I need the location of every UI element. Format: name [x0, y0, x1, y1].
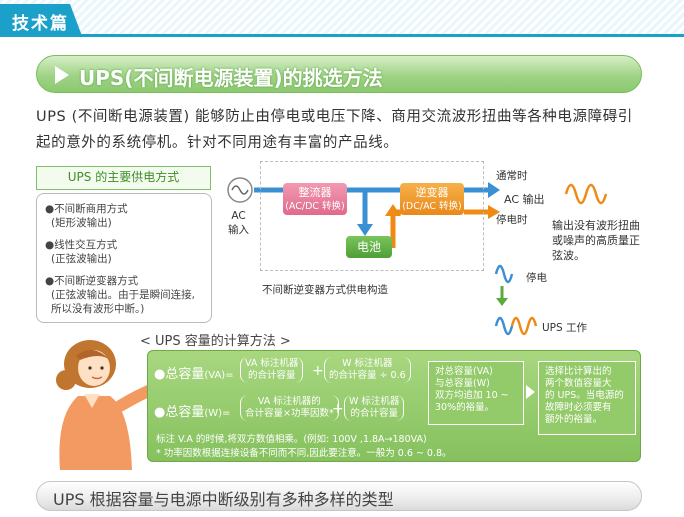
mode-item: ●不间断商用方式 (矩形波输出)	[45, 202, 128, 230]
mode-detail: (正弦波输出。由于是瞬间连接,所以没有波形中断。)	[51, 289, 195, 315]
inverter-label: 逆变器	[415, 186, 449, 199]
va-term-1: VA 标注机器 的合计容量	[240, 357, 304, 383]
w-term-2: W 标注机器 的合计容量	[344, 395, 405, 421]
ups-working-label: UPS 工作	[542, 322, 588, 334]
normal-label: 通常时	[496, 170, 528, 182]
va-term-1-line1: VA 标注机器	[245, 358, 299, 369]
margin-note-line2: 与总容量(W)	[435, 378, 490, 389]
w-term-2-line2: 的合计容量	[350, 408, 398, 419]
calc-panel: ●总容量(VA)= VA 标注机器 的合计容量 + W 标注机器 的合计容量 ÷…	[147, 350, 641, 462]
backup-up-arrow-icon	[385, 204, 401, 216]
bottom-banner: UPS 根据容量与电源中断级别有多种多样的类型	[36, 481, 642, 511]
rectifier-sub: (AC/DC 转换)	[285, 201, 345, 212]
ac-input-line1: AC	[231, 210, 246, 222]
w-unit: (W)=	[204, 408, 231, 419]
va-unit: (VA)=	[204, 370, 234, 381]
bottom-title: UPS 根据容量与电源中断级别有多种多样的类型	[53, 490, 394, 509]
charge-arrow-icon	[357, 224, 373, 236]
w-total-label: ●总容量	[154, 405, 205, 420]
outage-wave-label: 停电	[526, 272, 547, 284]
power-flow-diagram	[227, 177, 608, 336]
battery-label: 电池	[356, 240, 381, 254]
va-term-2-line2: 的合计容量 ÷ 0.6	[329, 370, 406, 381]
mode-item: ●线性交互方式 (正弦波输出)	[45, 238, 117, 266]
modes-list: ●不间断商用方式 (矩形波输出) ●线性交互方式 (正弦波输出) ●不间断逆变器…	[36, 193, 212, 323]
ac-input-line2: 输入	[228, 224, 249, 236]
battery-box: 电池	[346, 236, 392, 258]
va-term-2: W 标注机器 的合计容量 ÷ 0.6	[324, 357, 411, 383]
margin-note-line4: 30%的裕量。	[435, 402, 495, 413]
w-term-1: VA 标注机器的 合计容量×功率因数*	[240, 395, 339, 421]
ac-input-label: AC 输入	[228, 210, 249, 237]
outage-label: 停电时	[496, 214, 528, 226]
mode-detail: (矩形波输出)	[51, 217, 112, 229]
diagram-caption: 不间断逆变器方式供电构造	[262, 284, 388, 296]
inverter-sub: (DC/AC 转换)	[402, 201, 462, 212]
mode-item: ●不间断逆变器方式 (正弦波输出。由于是瞬间连接,所以没有波形中断。)	[45, 274, 205, 316]
ups-wave-orange-icon	[510, 316, 538, 336]
page-title: UPS(不间断电源装置)的挑选方法	[79, 66, 383, 90]
title-banner: UPS(不间断电源装置)的挑选方法	[36, 55, 642, 93]
va-hint: 标注 V.A 的时候,将双方数值相乘。(例如: 100V ,1.8A→180VA…	[156, 434, 427, 445]
selection-note-line4: 故障时必须要有	[545, 402, 612, 413]
selection-note-line2: 两个数值容量大	[545, 378, 612, 389]
selection-note-line1: 选择比计算出的	[545, 366, 612, 377]
w-term-2-line1: W 标注机器	[349, 396, 400, 407]
intro-paragraph: UPS (不间断电源装置) 能够防止由停电或电压下降、商用交流波形扭曲等各种电源…	[36, 109, 633, 151]
ac-source-icon	[227, 177, 253, 203]
selection-note-line3: 的 UPS。当电源的	[545, 390, 624, 401]
inverter-box: 逆变器 (DC/AC 转换)	[400, 183, 464, 215]
w-term-1-line2: 合计容量×功率因数*	[245, 408, 334, 419]
modes-title: UPS 的主要供电方式	[36, 166, 211, 190]
mode-detail: (正弦波输出)	[51, 253, 112, 265]
w-plus: +	[332, 401, 344, 417]
rectifier-box: 整流器 (AC/DC 转换)	[283, 183, 347, 215]
selection-note: 选择比计算出的 两个数值容量大 的 UPS。当电源的 故障时必须要有 额外的裕量…	[538, 361, 636, 435]
outage-wave-icon	[494, 264, 514, 284]
section-tab-label: 技术篇	[12, 14, 69, 34]
w-formula-label: ●总容量(W)=	[154, 401, 230, 420]
power-factor-hint: * 功率因数根据连接设备不同而不同,因此要注意。一般为 0.6 ~ 0.8。	[156, 448, 452, 459]
mode-name: ●线性交互方式	[45, 239, 118, 251]
rectifier-label: 整流器	[298, 186, 332, 199]
va-term-1-line2: 的合计容量	[247, 370, 296, 381]
output-sine-wave-icon	[564, 183, 608, 205]
va-total-label: ●总容量	[154, 367, 205, 382]
calc-section-title: < UPS 容量的计算方法 >	[140, 334, 291, 349]
ups-wave-blue-icon	[494, 316, 514, 336]
header-stripe	[0, 0, 684, 36]
margin-note: 对总容量(VA) 与总容量(W) 双方均追加 10 ~ 30%的裕量。	[428, 361, 524, 425]
va-formula-label: ●总容量(VA)=	[154, 363, 234, 382]
header-divider	[0, 34, 684, 37]
mode-name: ●不间断逆变器方式	[45, 275, 139, 287]
output-description: 输出没有波形扭曲或噪声的高质量正弦波。	[552, 219, 640, 262]
va-term-2-line1: W 标注机器	[342, 358, 393, 369]
margin-note-line1: 对总容量(VA)	[435, 366, 493, 377]
diagram-frame	[260, 161, 484, 271]
outage-arrow-icon	[488, 205, 500, 219]
margin-note-line3: 双方均追加 10 ~	[435, 390, 509, 401]
selection-note-line5: 额外的裕量。	[545, 414, 603, 425]
output-arrow-icon	[488, 182, 500, 198]
transition-arrow-icon	[496, 298, 508, 306]
mode-name: ●不间断商用方式	[45, 203, 128, 215]
presenter-woman-illustration	[56, 340, 160, 470]
section-tab: 技术篇	[0, 4, 82, 36]
ac-output-label: AC 输出	[504, 193, 545, 206]
va-plus: +	[312, 363, 324, 379]
w-term-1-line1: VA 标注机器的	[257, 396, 321, 407]
play-arrow-icon	[55, 66, 69, 84]
note-arrow-icon	[526, 385, 535, 399]
